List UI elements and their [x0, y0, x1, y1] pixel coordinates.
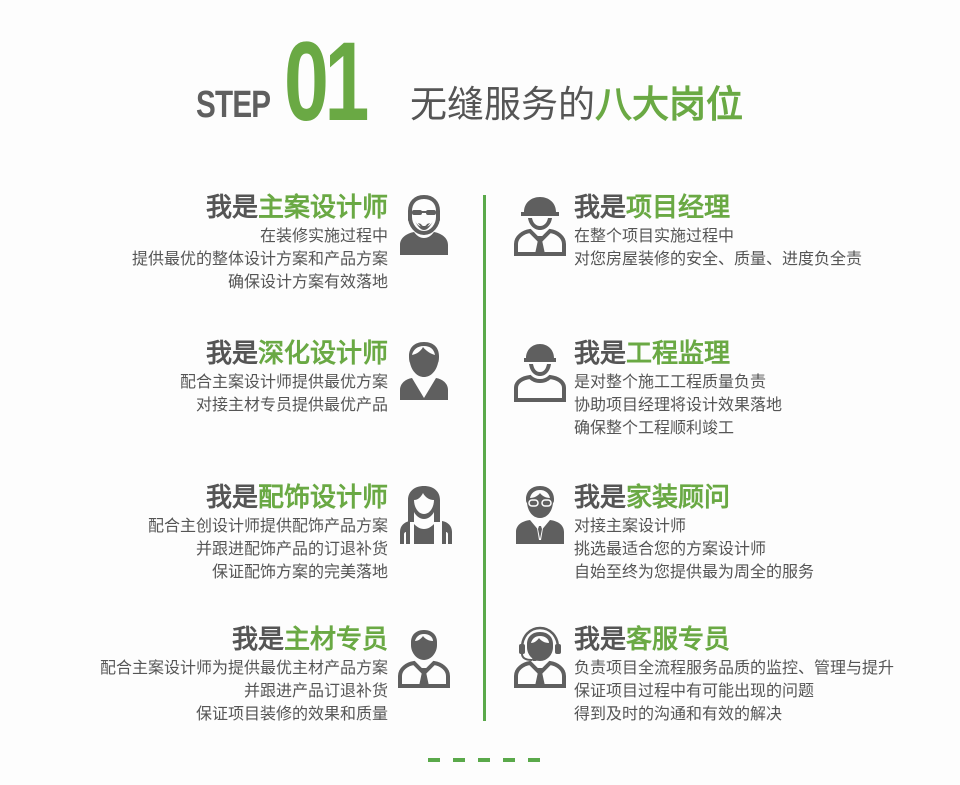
role-name: 配饰设计师 — [257, 483, 388, 513]
dash — [528, 758, 540, 762]
role-heading: 我是深化设计师 — [205, 339, 388, 369]
role-desc-line: 配合主案设计师为提供最优主材产品方案 — [99, 658, 388, 677]
role-desc-line: 对您房屋装修的安全、质量、进度负全责 — [574, 249, 863, 268]
role-desc-line: 提供最优的整体设计方案和产品方案 — [131, 249, 388, 268]
role-heading: 我是主材专员 — [231, 625, 388, 655]
hardhat-manager-tie-icon — [512, 192, 568, 256]
role-card-project-manager: 我是项目经理 在整个项目实施过程中 对您房屋装修的安全、质量、进度负全责 — [574, 192, 954, 270]
role-desc-line: 配合主创设计师提供配饰产品方案 — [147, 516, 388, 535]
role-desc-line: 并跟进配饰产品的订退补货 — [195, 539, 388, 558]
role-desc-line: 在整个项目实施过程中 — [574, 226, 735, 245]
woman-icon — [396, 482, 452, 546]
man-glasses-suit-icon — [512, 482, 568, 546]
role-card-decor-designer: 我是配饰设计师 配合主创设计师提供配饰产品方案 并跟进配饰产品的订退补货 保证配… — [0, 482, 388, 583]
role-card-material-specialist: 我是主材专员 配合主案设计师为提供最优主材产品方案 并跟进产品订退补货 保证项目… — [0, 624, 388, 725]
role-desc-line: 得到及时的沟通和有效的解决 — [574, 704, 783, 723]
role-desc-line: 确保整个工程顺利竣工 — [574, 418, 735, 437]
step-label: STEP — [196, 84, 271, 126]
bottom-dash-decoration — [428, 758, 540, 762]
role-name: 项目经理 — [626, 193, 731, 223]
role-heading: 我是客服专员 — [574, 625, 731, 655]
role-heading: 我是主案设计师 — [205, 193, 388, 223]
dash — [453, 758, 465, 762]
role-desc-line: 确保设计方案有效落地 — [227, 272, 388, 291]
role-desc-line: 自始至终为您提供最为周全的服务 — [574, 562, 815, 581]
title-highlight: 八大岗位 — [595, 83, 743, 126]
role-name: 工程监理 — [626, 339, 731, 369]
dash — [428, 758, 440, 762]
role-desc-line: 并跟进产品订退补货 — [243, 681, 388, 700]
role-name: 客服专员 — [626, 625, 731, 655]
bearded-man-sunglasses-icon — [396, 193, 452, 257]
role-heading: 我是配饰设计师 — [205, 483, 388, 513]
hardhat-worker-icon — [512, 338, 568, 402]
role-desc-line: 挑选最适合您的方案设计师 — [574, 539, 767, 558]
headset-agent-icon — [512, 624, 568, 688]
role-desc-line: 负责项目全流程服务品质的监控、管理与提升 — [574, 658, 895, 677]
page-title: 无缝服务的八大岗位 — [410, 80, 743, 130]
page-header: STEP 01 无缝服务的八大岗位 — [0, 0, 960, 150]
role-desc-line: 协助项目经理将设计效果落地 — [574, 395, 783, 414]
role-card-home-consultant: 我是家装顾问 对接主案设计师 挑选最适合您的方案设计师 自始至终为您提供最为周全… — [574, 482, 954, 583]
role-name: 深化设计师 — [257, 339, 388, 369]
role-desc-line: 是对整个施工工程质量负责 — [574, 372, 767, 391]
role-desc-line: 在装修实施过程中 — [259, 226, 388, 245]
role-card-customer-service: 我是客服专员 负责项目全流程服务品质的监控、管理与提升 保证项目过程中有可能出现… — [574, 624, 954, 725]
man-tie-icon — [396, 624, 452, 688]
role-desc-line: 保证项目过程中有可能出现的问题 — [574, 681, 815, 700]
role-desc-line: 对接主案设计师 — [574, 516, 687, 535]
role-desc-line: 配合主案设计师提供最优方案 — [179, 372, 388, 391]
dash — [503, 758, 515, 762]
man-vneck-icon — [396, 338, 452, 402]
role-name: 家装顾问 — [626, 483, 731, 513]
center-divider — [483, 195, 486, 721]
role-name: 主案设计师 — [257, 193, 388, 223]
step-number: 01 — [284, 19, 369, 144]
title-plain: 无缝服务的 — [410, 83, 595, 126]
role-card-site-supervisor: 我是工程监理 是对整个施工工程质量负责 协助项目经理将设计效果落地 确保整个工程… — [574, 338, 954, 439]
role-card-main-designer: 我是主案设计师 在装修实施过程中 提供最优的整体设计方案和产品方案 确保设计方案… — [0, 192, 388, 293]
role-name: 主材专员 — [283, 625, 388, 655]
role-desc-line: 对接主材专员提供最优产品 — [195, 395, 388, 414]
role-desc-line: 保证项目装修的效果和质量 — [195, 704, 388, 723]
dash — [478, 758, 490, 762]
role-heading: 我是家装顾问 — [574, 483, 731, 513]
role-heading: 我是工程监理 — [574, 339, 731, 369]
role-desc-line: 保证配饰方案的完美落地 — [211, 562, 388, 581]
role-card-detail-designer: 我是深化设计师 配合主案设计师提供最优方案 对接主材专员提供最优产品 — [0, 338, 388, 416]
role-heading: 我是项目经理 — [574, 193, 731, 223]
